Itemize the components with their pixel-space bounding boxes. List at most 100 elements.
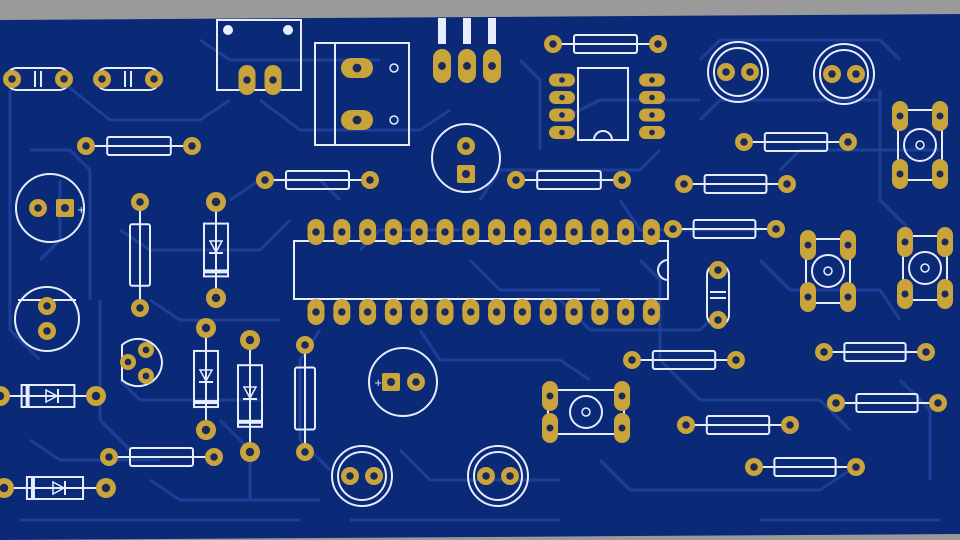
- button-4-actuator: [569, 395, 603, 429]
- pad-hole: [649, 94, 655, 101]
- pad-hole: [441, 228, 449, 236]
- diode-3-symbol: [242, 381, 258, 405]
- trace-8: [418, 329, 591, 382]
- pad-hole: [922, 348, 930, 356]
- pad-hole: [783, 180, 791, 188]
- pad-hole: [570, 228, 578, 236]
- pad-hole: [366, 176, 374, 184]
- button-3-outline: [902, 235, 948, 301]
- pad-hole: [245, 335, 255, 345]
- pad-hole: [844, 138, 852, 146]
- regulator-hole: [389, 63, 399, 73]
- pad-hole: [546, 392, 554, 400]
- pad-hole: [389, 228, 398, 236]
- pad-hole: [732, 356, 740, 364]
- transistor-5-outline: [14, 286, 80, 352]
- pad-hole: [544, 228, 552, 236]
- pad-hole: [649, 129, 655, 136]
- transistor-6-outline: [121, 337, 164, 388]
- diode-2-body: [193, 349, 219, 409]
- silk-plus-cap-left: +: [77, 205, 85, 216]
- pad-hole: [338, 228, 346, 236]
- resistor-4-body: [536, 170, 602, 190]
- button-1-outline: [897, 109, 943, 181]
- transistor-3-inner: [337, 451, 387, 501]
- resistor-15-body: [294, 366, 316, 431]
- pad-hole: [136, 304, 144, 312]
- pad-hole: [188, 142, 196, 150]
- resistor-11-body: [705, 415, 771, 435]
- connector-pin-leg: [488, 18, 496, 44]
- diode-4-body: [20, 384, 76, 408]
- pad-hole: [462, 170, 470, 178]
- pad-hole: [363, 228, 372, 236]
- pad-hole: [714, 266, 722, 274]
- pad-hole: [559, 129, 565, 136]
- resistor-1-body: [106, 136, 172, 156]
- pad-hole: [245, 447, 255, 457]
- button-3-actuator: [908, 251, 942, 285]
- pad-hole: [43, 327, 51, 335]
- trace-24: [518, 58, 542, 150]
- board-substrate: [0, 14, 960, 540]
- trace-33: [468, 258, 600, 292]
- pad-hole: [618, 392, 626, 400]
- pad-hole: [618, 424, 626, 432]
- pad-hole: [740, 138, 748, 146]
- pad-hole: [669, 225, 677, 233]
- button-4-outline: [547, 389, 625, 435]
- pad-hole: [467, 308, 475, 316]
- diode-3-body: [237, 364, 263, 428]
- transistor-2-inner: [819, 49, 869, 99]
- pad-hole: [628, 356, 636, 364]
- transistor-2-outline: [813, 43, 875, 105]
- pad-hole: [415, 228, 423, 236]
- button-1-actuator: [903, 128, 937, 162]
- pad-hole: [570, 308, 578, 316]
- pad-hole: [124, 358, 132, 366]
- power-jack-outline: [216, 19, 302, 91]
- button-1-center: [915, 140, 925, 150]
- pad-hole: [647, 308, 656, 316]
- pad-hole: [441, 308, 449, 316]
- trace-12: [698, 38, 902, 62]
- trace-25: [638, 258, 692, 392]
- pad-hole: [301, 341, 309, 349]
- ic-dip28-notch: [657, 259, 669, 281]
- pad-layer: [0, 35, 953, 498]
- button-2-actuator: [811, 254, 845, 288]
- regulator-outline: [314, 42, 410, 146]
- diode-1-band: [204, 269, 228, 274]
- pad-hole: [512, 176, 520, 184]
- pad-hole: [312, 308, 320, 316]
- ic-dip8-notch: [593, 130, 613, 141]
- trace-20: [698, 98, 880, 122]
- pad-hole: [488, 62, 496, 70]
- pad-hole: [559, 77, 565, 83]
- pad-hole: [649, 77, 655, 83]
- pad-hole: [654, 40, 662, 48]
- pad-hole: [680, 180, 688, 188]
- pad-hole: [559, 94, 565, 101]
- pad-hole: [34, 204, 42, 212]
- transistor-1-outline: [707, 41, 769, 103]
- pad-hole: [901, 238, 909, 246]
- pad-hole: [901, 290, 909, 298]
- pad-hole: [832, 399, 840, 407]
- pad-hole: [941, 238, 949, 246]
- pad-hole: [750, 463, 758, 471]
- pad-hole: [518, 308, 527, 316]
- pad-hole: [896, 112, 904, 120]
- trace-16: [598, 458, 851, 492]
- trace-5: [149, 298, 280, 322]
- connector-pin-leg: [438, 18, 446, 44]
- pad-hole: [492, 228, 501, 236]
- pad-hole: [43, 302, 51, 310]
- transistor-1-inner: [713, 47, 763, 97]
- pad-hole: [936, 112, 944, 120]
- resistor-2-body: [285, 170, 350, 190]
- resistor-6-body: [703, 174, 768, 194]
- pad-hole: [261, 176, 269, 184]
- button-3-center: [920, 263, 930, 273]
